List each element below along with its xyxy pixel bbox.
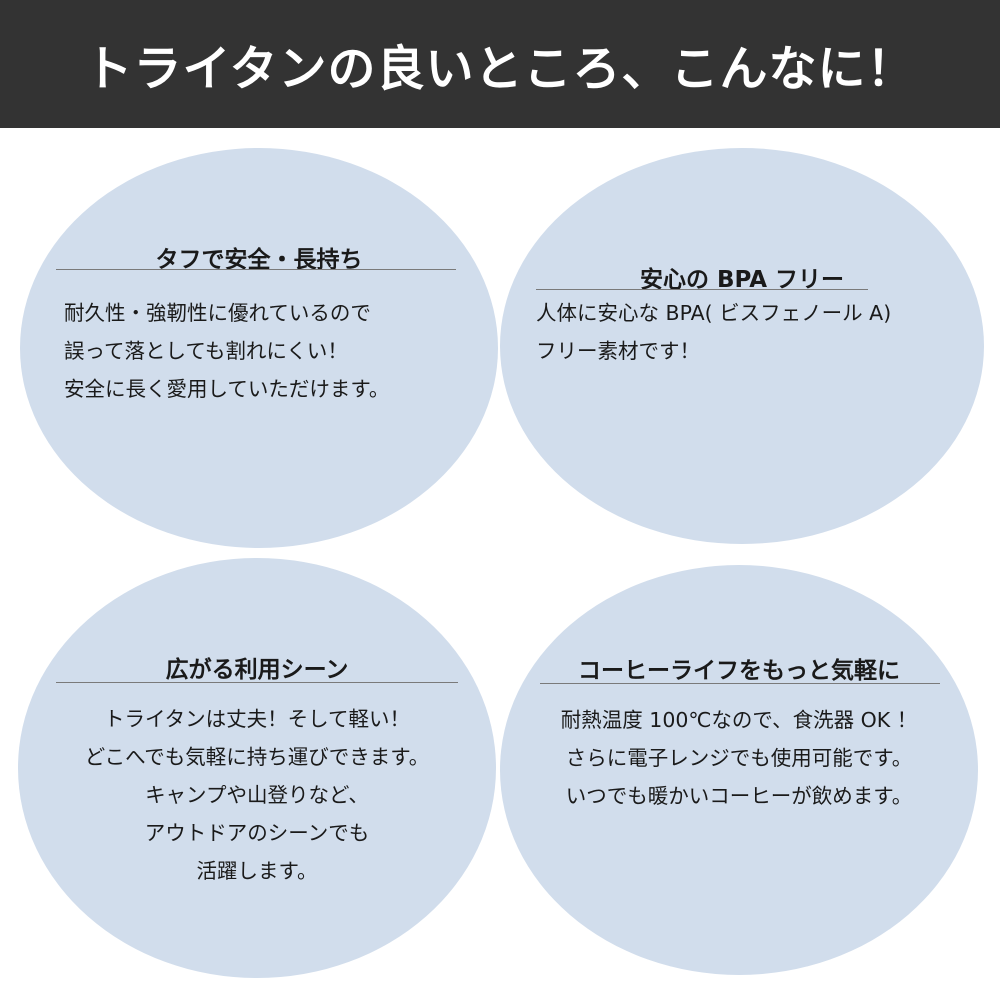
title-underline xyxy=(56,269,456,270)
feature-title: 広がる利用シーン xyxy=(165,657,349,683)
feature-bubble-bpa-free: 安心の BPA フリー 人体に安心な BPA( ビスフェノール A) フリー素材… xyxy=(500,148,984,544)
feature-bubble-coffee-life: コーヒーライフをもっと気軽に 耐熱温度 100℃なので、食洗器 OK ！ さらに… xyxy=(500,565,978,975)
description-line: 人体に安心な BPA( ビスフェノール A) xyxy=(536,301,892,325)
description-line: いつでも暖かいコーヒーが飲めます。 xyxy=(565,784,913,808)
feature-description: トライタンは丈夫！そして軽い！ どこへでも気軽に持ち運びできます。 キャンプや山… xyxy=(18,700,496,890)
title-underline xyxy=(56,682,458,683)
description-line: どこへでも気軽に持ち運びできます。 xyxy=(84,745,430,769)
page-title: トライタンの良いところ、こんなに！ xyxy=(84,41,916,97)
description-line: 耐久性・強靭性に優れているので xyxy=(64,301,371,325)
feature-bubble-durability: タフで安全・長持ち 耐久性・強靭性に優れているので 誤って落としても割れにくい！… xyxy=(20,148,498,548)
description-line: 活躍します。 xyxy=(196,859,318,883)
description-line: フリー素材です！ xyxy=(536,339,700,363)
feature-description: 耐熱温度 100℃なので、食洗器 OK ！ さらに電子レンジでも使用可能です。 … xyxy=(500,701,978,815)
description-line: アウトドアのシーンでも xyxy=(144,821,370,845)
description-line: キャンプや山登りなど、 xyxy=(145,783,369,807)
feature-bubble-usage-scenes: 広がる利用シーン トライタンは丈夫！そして軽い！ どこへでも気軽に持ち運びできま… xyxy=(18,558,496,978)
title-underline xyxy=(536,289,868,290)
title-underline xyxy=(540,683,940,684)
description-line: さらに電子レンジでも使用可能です。 xyxy=(565,746,913,770)
header-banner: トライタンの良いところ、こんなに！ xyxy=(0,0,1000,128)
feature-title: 安心の BPA フリー xyxy=(639,267,845,293)
feature-title: タフで安全・長持ち xyxy=(155,247,363,273)
feature-title: コーヒーライフをもっと気軽に xyxy=(578,658,900,684)
feature-description: 人体に安心な BPA( ビスフェノール A) フリー素材です！ xyxy=(536,294,891,370)
description-line: 安全に長く愛用していただけます。 xyxy=(64,377,390,401)
feature-description: 耐久性・強靭性に優れているので 誤って落としても割れにくい！ 安全に長く愛用して… xyxy=(64,294,389,408)
description-line: 耐熱温度 100℃なので、食洗器 OK ！ xyxy=(560,708,918,732)
description-line: 誤って落としても割れにくい！ xyxy=(64,339,348,363)
description-line: トライタンは丈夫！そして軽い！ xyxy=(103,707,411,731)
